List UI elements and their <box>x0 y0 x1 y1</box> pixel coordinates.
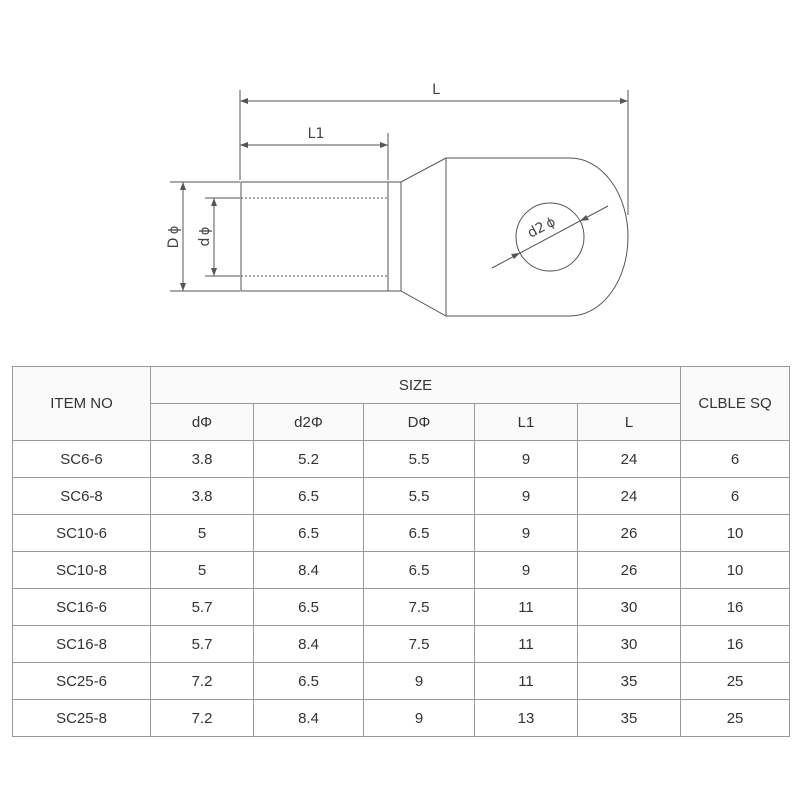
D-cell: 6.5 <box>363 514 475 552</box>
item-no-cell: SC6-8 <box>12 477 151 515</box>
D-cell: 6.5 <box>363 551 475 589</box>
item-no-cell: SC25-8 <box>12 699 151 737</box>
d-cell: 5.7 <box>150 588 254 626</box>
cable-sq-cell: 10 <box>680 514 791 552</box>
lug-barrel <box>240 181 389 292</box>
sub-header-D: DΦ <box>363 403 475 441</box>
d2-cell: 8.4 <box>253 699 364 737</box>
D-arrow-top <box>180 182 186 190</box>
L1-label: L1 <box>308 126 325 142</box>
D-arrow-bottom <box>180 283 186 291</box>
L-arrow-left <box>240 98 248 104</box>
d-cell: 5 <box>150 514 254 552</box>
L-cell: 35 <box>576 699 682 737</box>
d2-arrow-lower <box>511 253 520 259</box>
L1-arrow-right <box>380 142 388 148</box>
D-cell: 7.5 <box>363 588 475 626</box>
D-label: D <box>166 238 182 249</box>
cable-sq-cell: 16 <box>680 625 791 663</box>
item-no-cell: SC6-6 <box>12 440 151 478</box>
item-no-cell: SC16-8 <box>12 625 151 663</box>
item-no-cell: SC16-6 <box>12 588 151 626</box>
item-no-cell: SC25-6 <box>12 662 151 700</box>
D-cell: 5.5 <box>363 477 475 515</box>
item-no-cell: SC10-8 <box>12 551 151 589</box>
L1-cell: 9 <box>474 551 578 589</box>
cable-sq-header: CLBLE SQ <box>680 366 791 441</box>
d2-cell: 6.5 <box>253 477 364 515</box>
sub-header-L1: L1 <box>474 403 578 441</box>
d2-cell: 6.5 <box>253 514 364 552</box>
L1-cell: 9 <box>474 440 578 478</box>
sub-header-d2: d2Φ <box>253 403 364 441</box>
d-cell: 7.2 <box>150 699 254 737</box>
spec-table: ITEM NO SIZE CLBLE SQ dΦ d2Φ DΦ L1 L SC6… <box>12 366 791 737</box>
L-cell: 26 <box>576 514 682 552</box>
size-header: SIZE <box>149 366 682 404</box>
L1-cell: 11 <box>474 662 578 700</box>
D-cell: 5.5 <box>363 440 475 478</box>
L1-cell: 13 <box>474 699 578 737</box>
cable-sq-cell: 6 <box>680 477 791 515</box>
L-label: L <box>432 82 440 98</box>
L1-cell: 9 <box>474 514 578 552</box>
sub-header-d: dΦ <box>150 403 254 441</box>
ring-hole <box>515 202 585 272</box>
L1-cell: 11 <box>474 625 578 663</box>
d-cell: 3.8 <box>150 440 254 478</box>
D-cell: 7.5 <box>363 625 475 663</box>
d-cell: 5.7 <box>150 625 254 663</box>
d-cell: 5 <box>150 551 254 589</box>
L-cell: 24 <box>576 440 682 478</box>
cable-sq-cell: 25 <box>680 699 791 737</box>
cable-sq-cell: 10 <box>680 551 791 589</box>
item-no-header: ITEM NO <box>12 366 151 441</box>
L-cell: 30 <box>576 625 682 663</box>
d2-cell: 6.5 <box>253 588 364 626</box>
d2-dimension-line <box>491 205 609 269</box>
D-cell: 9 <box>363 699 475 737</box>
d2-cell: 8.4 <box>253 551 364 589</box>
D-cell: 9 <box>363 662 475 700</box>
d-cell: 7.2 <box>150 662 254 700</box>
d2-cell: 8.4 <box>253 625 364 663</box>
table-header: ITEM NO SIZE CLBLE SQ dΦ d2Φ DΦ L1 L <box>12 366 791 441</box>
D-phi-label: ϕ <box>167 226 182 235</box>
d-phi-label: ϕ <box>198 227 213 236</box>
L-cell: 35 <box>576 662 682 700</box>
d2-cell: 5.2 <box>253 440 364 478</box>
lug-ring-tongue <box>388 157 629 317</box>
L-cell: 24 <box>576 477 682 515</box>
d-cell: 3.8 <box>150 477 254 515</box>
sub-header-L: L <box>576 403 682 441</box>
cable-sq-cell: 6 <box>680 440 791 478</box>
d-label: d <box>197 238 213 247</box>
cable-sq-cell: 25 <box>680 662 791 700</box>
L-arrow-right <box>620 98 628 104</box>
L1-cell: 11 <box>474 588 578 626</box>
L1-arrow-left <box>240 142 248 148</box>
d2-label: d2 <box>525 219 548 241</box>
d-arrow-bottom <box>211 268 217 276</box>
item-no-cell: SC10-6 <box>12 514 151 552</box>
terminal-lug-drawing: L L1 D ϕ d ϕ d2 ϕ <box>166 82 629 317</box>
cable-sq-cell: 16 <box>680 588 791 626</box>
L-cell: 30 <box>576 588 682 626</box>
d2-arrow-upper <box>580 215 589 221</box>
L-cell: 26 <box>576 551 682 589</box>
L1-cell: 9 <box>474 477 578 515</box>
d2-cell: 6.5 <box>253 662 364 700</box>
d-arrow-top <box>211 198 217 206</box>
